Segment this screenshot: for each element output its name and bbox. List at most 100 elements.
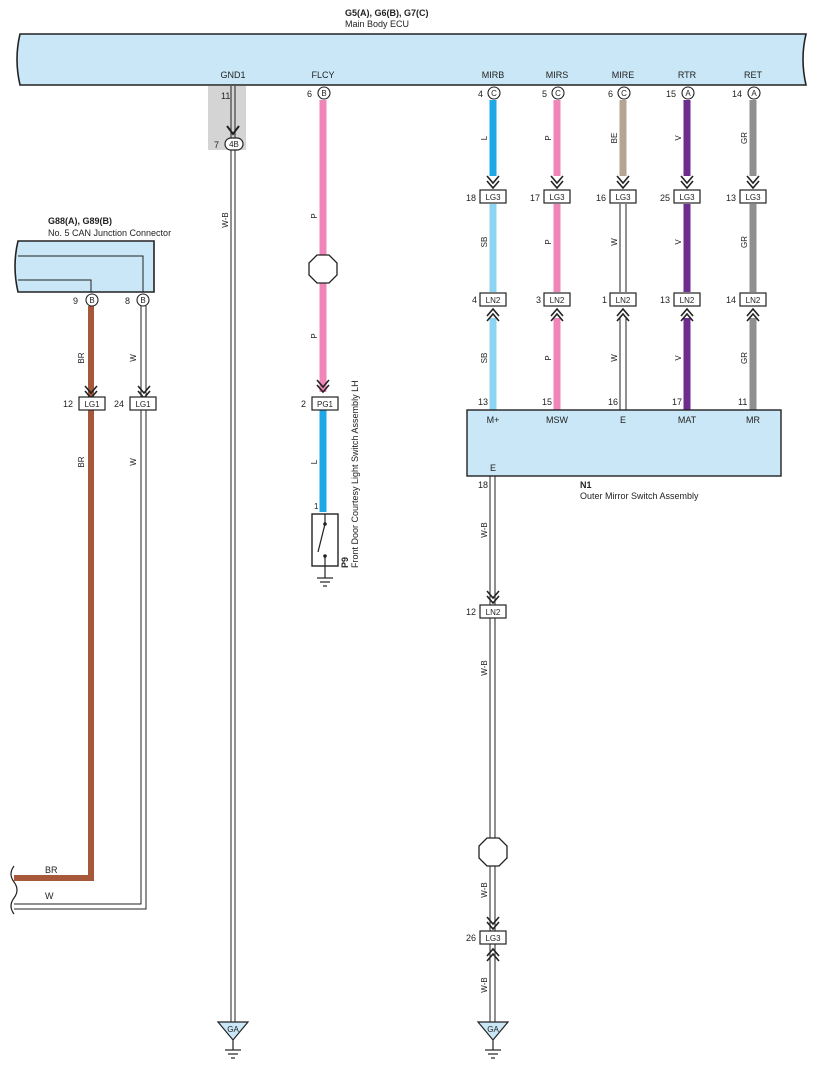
mirs-label-1: P	[544, 135, 553, 140]
wire-can-w	[14, 306, 147, 910]
mirb-badge-code: C	[491, 89, 497, 98]
main-ecu-name: Main Body ECU	[345, 19, 409, 29]
ground-ga-right	[476, 1021, 510, 1059]
mirror-ground-label-2: W-B	[480, 660, 489, 675]
mirror-ground-pin: 18	[478, 480, 488, 490]
ret-pin: 14	[732, 89, 742, 99]
mirb-pin: 4	[478, 89, 483, 99]
main-ecu-box	[16, 33, 808, 86]
mirror-ground-label-4: W-B	[480, 977, 489, 992]
gnd-connector-code: 4B	[229, 140, 239, 149]
lg1-arrow-right	[137, 385, 151, 400]
lg1-pin-left: 12	[63, 399, 73, 409]
main-ecu-title: G5(A), G6(B), G7(C)	[345, 8, 429, 18]
can-pin-8-code: B	[140, 296, 145, 305]
mirror-switch-box	[466, 409, 782, 477]
mirror-terminal-mat: MAT	[678, 415, 697, 425]
rtr-label-2: V	[674, 239, 683, 245]
ln2-pin-3: 1	[602, 295, 607, 305]
gnd1-pin: 11	[221, 91, 230, 101]
lg3-code-4: LG3	[679, 193, 695, 202]
ret-label-3: GR	[740, 352, 749, 364]
mirror-terminal-mr: MR	[746, 415, 760, 425]
pg1-code: PG1	[317, 400, 334, 409]
flcy-connector-badge	[317, 86, 331, 100]
offpage-label-br: BR	[45, 865, 58, 875]
ln2-ground-connector	[479, 604, 507, 619]
can-junction-box	[14, 240, 155, 293]
lg3-ground-pin: 26	[466, 933, 476, 943]
wire-can-br	[14, 306, 94, 881]
mirs-badge	[551, 86, 565, 100]
mirb-label-1: L	[480, 135, 489, 140]
mire-badge-code: C	[621, 89, 627, 98]
gnd1-wire-label: W-B	[221, 212, 230, 227]
pg1-pin: 2	[301, 399, 306, 409]
mirror-switch-title: N1	[580, 480, 592, 490]
lg3-connector-3	[609, 189, 637, 204]
courtesy-switch-title: P9	[340, 557, 350, 568]
mirror-terminal-e: E	[620, 415, 626, 425]
rtr-pin: 15	[666, 89, 676, 99]
courtesy-switch-pin: 1	[314, 502, 319, 511]
gnd-connector-4b	[224, 137, 244, 151]
can-pin-8-badge	[136, 293, 150, 307]
lg3-pin-1: 18	[466, 193, 476, 203]
ln2-ground-arrow	[486, 590, 500, 605]
mirb-label-3: SB	[480, 353, 489, 364]
can-br-label-2: BR	[77, 456, 86, 467]
mirs-label-3: P	[544, 355, 553, 360]
flcy-connector-code: B	[321, 89, 326, 98]
offpage-break-symbol	[10, 865, 18, 915]
lg3-code-3: LG3	[615, 193, 631, 202]
ret-badge	[747, 86, 761, 100]
lg3-pin-2: 17	[530, 193, 540, 203]
mirb-label-2: SB	[480, 237, 489, 248]
ecu-terminal-mirs: MIRS	[546, 70, 569, 80]
can-junction-internal	[18, 255, 144, 292]
lg3-pin-4: 25	[660, 193, 670, 203]
mirror-ground-label-3: W-B	[480, 882, 489, 897]
mirror-pin-msw: 15	[542, 397, 552, 407]
flcy-wire-label-mid: P	[310, 333, 319, 338]
mire-pin: 6	[608, 89, 613, 99]
ln2-ground-pin: 12	[466, 607, 476, 617]
flcy-splice-octagon	[308, 254, 338, 284]
wire-mire-seg3	[619, 318, 627, 410]
lg3-connector-5	[739, 189, 767, 204]
ecu-terminal-mire: MIRE	[612, 70, 635, 80]
lg3-ground-code: LG3	[485, 934, 501, 943]
ln2-pin-4: 13	[660, 295, 670, 305]
ln2-code-5: LN2	[746, 296, 761, 305]
gnd1-inline-arrow	[226, 125, 240, 136]
mirror-terminal-ground-e: E	[490, 463, 496, 473]
courtesy-switch-symbol	[317, 514, 327, 566]
rtr-badge-code: A	[685, 89, 691, 98]
mirror-terminal-mplus: M+	[487, 415, 500, 425]
ln2-pin-5: 14	[726, 295, 736, 305]
can-w-label-1: W	[129, 354, 138, 362]
lg3-code-5: LG3	[745, 193, 761, 202]
lg1-pin-right: 24	[114, 399, 124, 409]
lg3-ground-arrow	[486, 916, 500, 931]
flcy-wire-label-top: P	[310, 213, 319, 218]
mirror-ground-label-1: W-B	[480, 522, 489, 537]
ln2-connector-2	[543, 292, 571, 307]
ln2-connector-3	[609, 292, 637, 307]
ln2-connector-5	[739, 292, 767, 307]
offpage-label-w: W	[45, 891, 54, 901]
pg1-connector	[311, 396, 339, 411]
mire-label-2: W	[610, 238, 619, 246]
rtr-label-1: V	[674, 135, 683, 141]
mirs-badge-code: C	[555, 89, 561, 98]
mirror-pin-mplus: 13	[478, 397, 488, 407]
wire-gnd1	[230, 86, 236, 1022]
lg1-connector-left	[78, 396, 106, 411]
ret-badge-code: A	[751, 89, 757, 98]
ln2-connector-4	[673, 292, 701, 307]
flcy-pin: 6	[307, 89, 312, 99]
ln2-pin-2: 3	[536, 295, 541, 305]
lg3-ground-arrow-up	[486, 947, 500, 962]
can-pin-9-code: B	[89, 296, 94, 305]
mirror-pin-mr: 11	[738, 397, 747, 407]
